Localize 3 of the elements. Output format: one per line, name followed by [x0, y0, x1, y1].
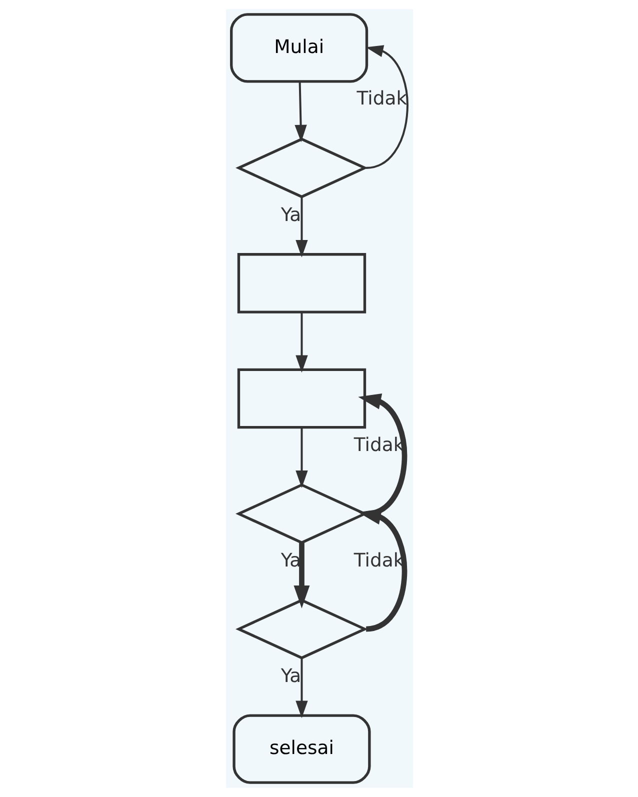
edge-label: Tidak	[356, 88, 407, 110]
edge-label: Ya	[280, 666, 301, 687]
edge-label: Ya	[280, 204, 301, 226]
